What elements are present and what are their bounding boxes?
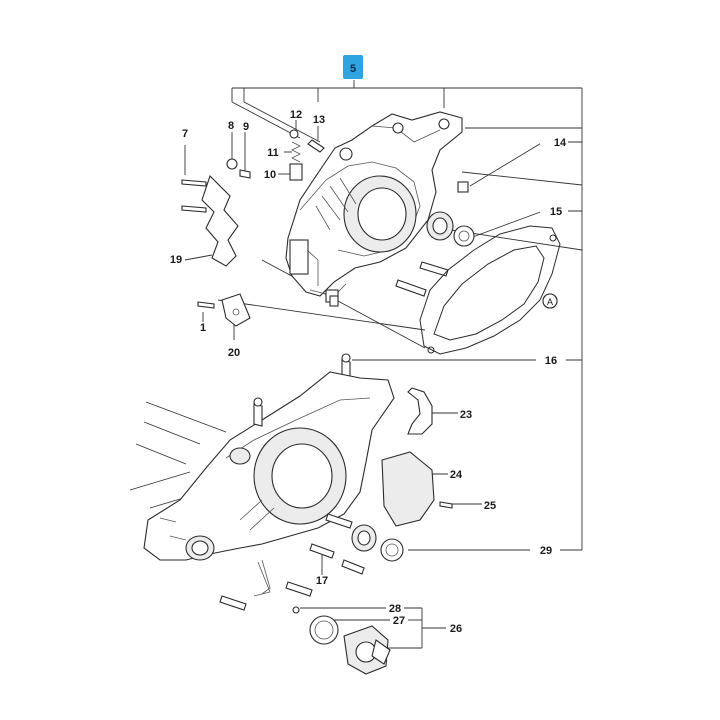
gasket-a (419, 225, 561, 355)
label-9: 9 (243, 121, 249, 133)
label-29: 29 (540, 545, 552, 557)
crankcase-upper (285, 111, 463, 303)
lower-fasteners (219, 387, 453, 675)
label-27: 27 (393, 615, 405, 627)
label-26: 26 (450, 623, 462, 635)
label-11: 11 (267, 147, 279, 159)
bracket-20 (197, 293, 251, 327)
label-8: 8 (228, 120, 234, 132)
label-25: 25 (484, 500, 496, 512)
label-17: 17 (316, 575, 328, 587)
callout-labels: 7 8 9 10 11 12 13 14 15 A 16 19 1 20 23 … (170, 109, 568, 635)
label-1: 1 (200, 322, 206, 334)
highlight-box (343, 55, 363, 79)
label-24: 24 (450, 469, 463, 481)
crankcase-lower (143, 371, 395, 595)
label-19: 19 (170, 254, 182, 266)
label-15: 15 (550, 206, 562, 218)
label-13: 13 (313, 114, 325, 126)
label-10: 10 (264, 169, 276, 181)
label-a: A (547, 297, 553, 307)
plate-19 (201, 174, 239, 267)
upper-fasteners (181, 129, 475, 307)
label-12: 12 (290, 109, 302, 121)
label-20: 20 (228, 347, 240, 359)
label-14: 14 (554, 137, 567, 149)
label-5: 5 (350, 63, 356, 75)
label-16: 16 (545, 355, 557, 367)
label-28: 28 (389, 603, 401, 615)
label-23: 23 (460, 409, 472, 421)
label-7: 7 (182, 128, 188, 140)
